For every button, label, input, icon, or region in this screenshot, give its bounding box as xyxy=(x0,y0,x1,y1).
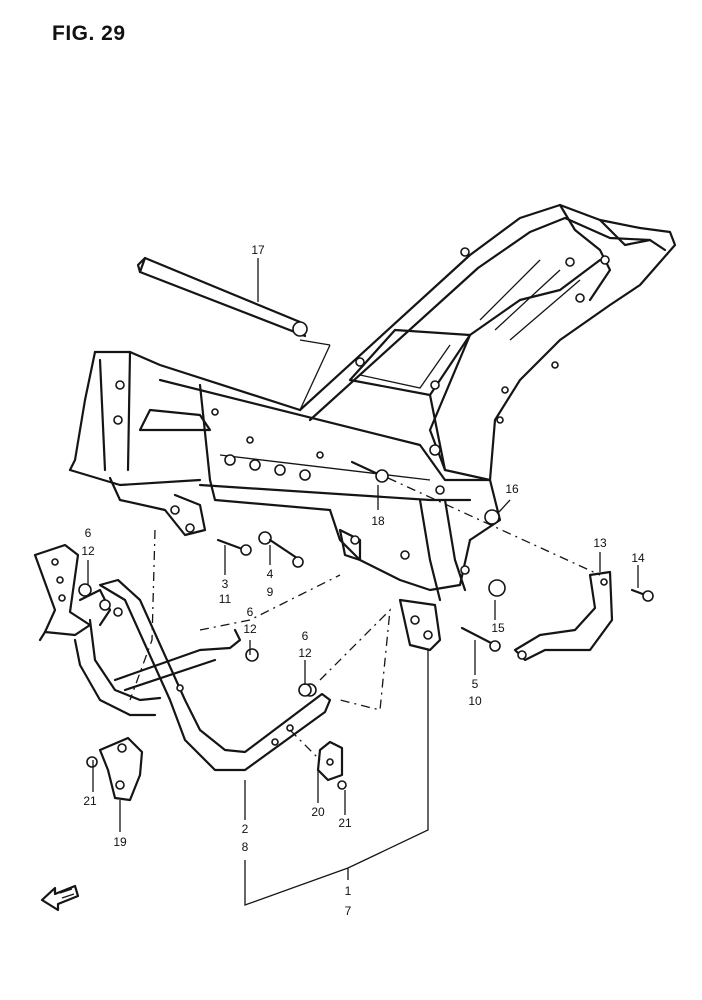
callout-1: 1 xyxy=(345,884,352,898)
callout-11: 11 xyxy=(219,592,232,606)
front-arrow-icon xyxy=(40,884,80,912)
callout-21-a: 21 xyxy=(83,794,97,808)
leader-lines xyxy=(87,529,639,906)
callout-20: 20 xyxy=(311,805,325,819)
figure-title: FIG. 29 xyxy=(52,22,126,45)
callout-19: 19 xyxy=(113,835,127,849)
footrest-bracket-13 xyxy=(513,570,654,662)
callout-3: 3 xyxy=(222,577,229,591)
callout-6-c: 6 xyxy=(302,629,309,643)
callout-2: 2 xyxy=(242,822,249,836)
main-frame xyxy=(68,203,677,652)
bolt-5-10 xyxy=(460,626,501,652)
callout-labels: 17 16 18 6 12 3 11 4 9 6 12 6 12 13 14 1… xyxy=(81,243,645,918)
bracket-20 xyxy=(316,740,347,790)
callout-8: 8 xyxy=(242,840,249,854)
nut-12 xyxy=(245,648,312,697)
callout-12-b: 12 xyxy=(243,622,257,636)
bolt-18 xyxy=(350,460,601,576)
callout-13: 13 xyxy=(593,536,607,550)
callout-15: 15 xyxy=(491,621,505,635)
callout-12-c: 12 xyxy=(298,646,312,660)
callout-14: 14 xyxy=(631,551,645,565)
callout-21-b: 21 xyxy=(338,816,352,830)
callout-7: 7 xyxy=(345,904,352,918)
bracket-19 xyxy=(86,736,144,802)
bolt-4-9 xyxy=(258,531,304,568)
callout-5: 5 xyxy=(472,677,479,691)
nut-15 xyxy=(488,579,506,597)
callout-16: 16 xyxy=(505,482,519,496)
rod-17 xyxy=(136,256,331,411)
callout-17: 17 xyxy=(251,243,265,257)
callout-12-a: 12 xyxy=(81,544,95,558)
nut-16 xyxy=(484,499,511,525)
callout-9: 9 xyxy=(267,585,274,599)
bolt-3-11 xyxy=(216,538,252,556)
callout-6-b: 6 xyxy=(247,605,254,619)
engine-mount-2-8 xyxy=(73,578,332,772)
callout-18: 18 xyxy=(371,514,385,528)
front-mount-bracket xyxy=(33,543,92,642)
callout-6-a: 6 xyxy=(85,526,92,540)
callout-10: 10 xyxy=(468,694,482,708)
callout-4: 4 xyxy=(267,567,274,581)
